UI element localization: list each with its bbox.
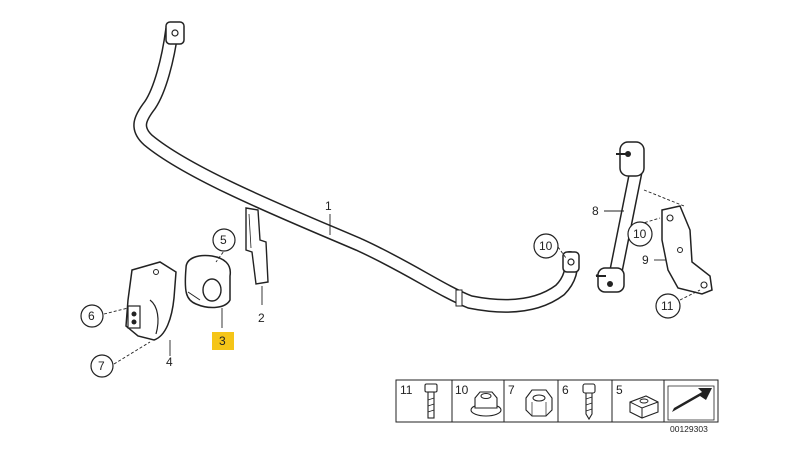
callout-4: 4: [166, 355, 173, 369]
stabilizer-bar[interactable]: [133, 21, 580, 313]
legend-item-11[interactable]: 11: [400, 383, 438, 419]
callout-7: 7: [98, 359, 105, 373]
callout-7-circle: [90, 354, 114, 378]
legend-number: 11: [400, 383, 413, 397]
flange-nut-icon: [470, 391, 502, 417]
callout-5-circle: [212, 228, 236, 252]
legend-item-7[interactable]: 7: [508, 383, 553, 417]
callout-10-right-circle: [627, 221, 653, 247]
callout-5: 5: [220, 233, 227, 247]
callout-6: 6: [88, 309, 95, 323]
callout-9: 9: [642, 253, 649, 267]
callout-11-circle: [655, 293, 681, 319]
legend-item-10[interactable]: 10: [455, 383, 502, 417]
square-nut-icon: [629, 395, 659, 419]
callout-2: 2: [258, 311, 265, 325]
screw-icon: [582, 383, 596, 421]
callout-6-circle: [80, 304, 104, 328]
rubber-bushing[interactable]: [184, 254, 232, 309]
legend-number: 10: [455, 383, 469, 397]
callout-11: 11: [661, 299, 674, 313]
callout-10-left-circle: [533, 233, 559, 259]
direction-arrow-icon: [667, 385, 715, 421]
clamp-bracket[interactable]: [125, 261, 177, 341]
support-bracket[interactable]: [661, 205, 713, 295]
callout-8: 8: [592, 204, 599, 218]
legend-number: 6: [562, 383, 569, 397]
callout-10-right: 10: [633, 227, 647, 241]
callout-10-left: 10: [539, 239, 553, 253]
leader-lines: [103, 189, 701, 365]
legend-item-6[interactable]: 6: [562, 383, 596, 421]
diagram-number: 00129303: [670, 424, 708, 434]
callout-1: 1: [325, 199, 332, 213]
callout-3[interactable]: 3: [219, 334, 226, 348]
callout-3-highlight: [212, 332, 234, 350]
mounting-plate[interactable]: [245, 207, 269, 285]
legend-number: 5: [616, 383, 623, 397]
stabilizer-link[interactable]: [596, 141, 645, 293]
legend-number: 7: [508, 383, 515, 397]
legend-strip: [395, 379, 719, 423]
bolt-icon: [424, 383, 438, 419]
legend-item-5[interactable]: 5: [616, 383, 659, 419]
hex-nut-icon: [525, 389, 553, 417]
